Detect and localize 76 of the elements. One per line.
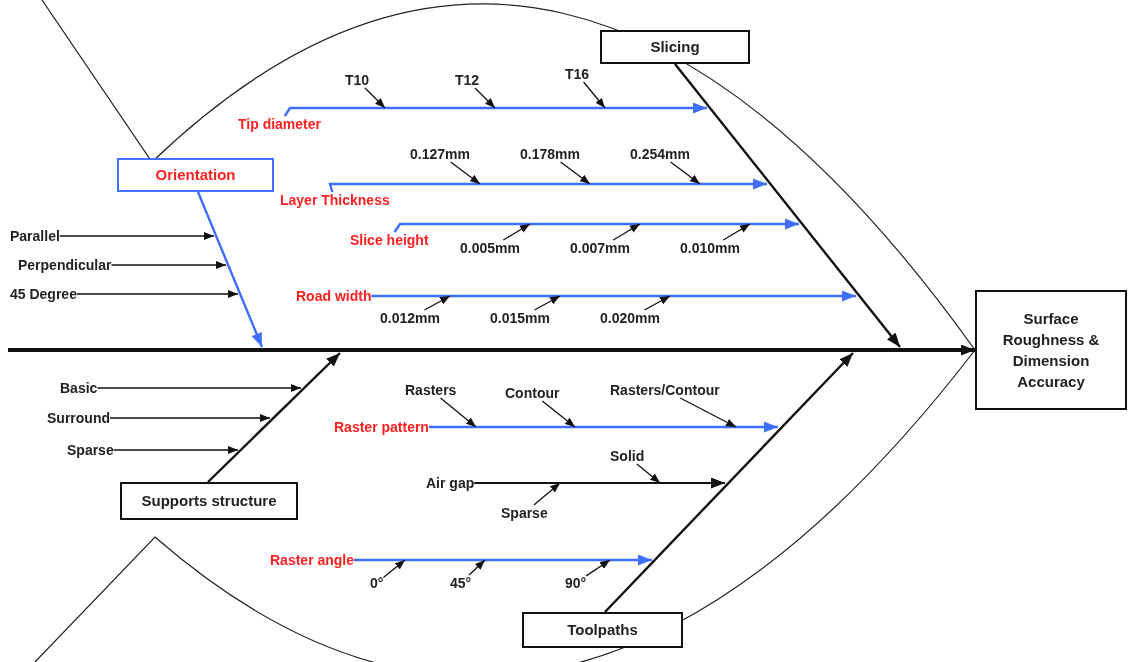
value-label: 0.127mm xyxy=(410,146,470,162)
arrow xyxy=(585,559,611,577)
arrow xyxy=(423,295,451,311)
arrow xyxy=(76,290,239,298)
arrow xyxy=(559,161,591,185)
arrow xyxy=(502,223,531,241)
arrow xyxy=(393,218,799,233)
category-box: Toolpaths xyxy=(522,612,683,648)
arrow xyxy=(636,463,661,484)
value-label: 0.012mm xyxy=(380,310,440,326)
arrow xyxy=(473,477,726,489)
arrow xyxy=(364,87,386,109)
arrow xyxy=(113,446,239,454)
arrow xyxy=(283,102,707,117)
arrow xyxy=(8,344,975,356)
value-label: Air gap xyxy=(426,475,475,491)
value-label: Surround xyxy=(47,410,110,426)
value-label: T10 xyxy=(345,72,370,88)
value-label: 0.020mm xyxy=(600,310,660,326)
effect-box: Surface Roughness & Dimension Accuracy xyxy=(975,290,1127,410)
arrow xyxy=(612,223,641,241)
value-label: Contour xyxy=(505,385,560,401)
category-box: Orientation xyxy=(117,158,274,192)
value-label: Perpendicular xyxy=(18,257,112,273)
cause-label: Tip diameter xyxy=(238,116,321,132)
value-label: Rasters/Contour xyxy=(610,382,720,398)
value-label: 45 Degree xyxy=(10,286,77,302)
arrow xyxy=(679,397,737,428)
arrow xyxy=(673,62,901,348)
cause-label: Slice height xyxy=(350,232,429,248)
value-label: 0.005mm xyxy=(460,240,520,256)
arrow xyxy=(643,295,671,311)
arrow xyxy=(96,384,302,392)
value-label: 0.254mm xyxy=(630,146,690,162)
arrow xyxy=(371,290,856,302)
arrow xyxy=(533,295,561,311)
arrow xyxy=(439,397,477,428)
arrow xyxy=(109,414,271,422)
value-label: 0.010mm xyxy=(680,240,740,256)
arrow xyxy=(206,352,341,484)
value-label: 0.007mm xyxy=(570,240,630,256)
value-label: Sparse xyxy=(501,505,548,521)
arrow xyxy=(669,161,701,185)
arrow xyxy=(59,232,215,240)
arrow xyxy=(110,261,227,269)
arrow xyxy=(468,559,486,576)
value-label: 45° xyxy=(450,575,472,591)
arrow xyxy=(533,482,561,506)
value-label: 90° xyxy=(565,575,587,591)
arrow xyxy=(541,400,576,428)
value-label: Basic xyxy=(60,380,98,396)
arrow xyxy=(196,190,264,348)
cause-label: Raster pattern xyxy=(334,419,429,435)
value-label: 0.015mm xyxy=(490,310,550,326)
arrow xyxy=(582,81,606,109)
arrow xyxy=(603,352,854,614)
value-label: Solid xyxy=(610,448,645,464)
arrow xyxy=(428,421,778,433)
arrow xyxy=(354,554,652,566)
value-label: 0.178mm xyxy=(520,146,580,162)
arrow xyxy=(449,161,481,185)
arrow xyxy=(474,87,496,109)
category-box: Supports structure xyxy=(120,482,298,520)
value-label: 0° xyxy=(370,575,384,591)
arrow xyxy=(328,178,767,193)
value-label: Rasters xyxy=(405,382,457,398)
category-box: Slicing xyxy=(600,30,750,64)
value-label: T12 xyxy=(455,72,480,88)
arrow xyxy=(382,559,406,579)
cause-label: Road width xyxy=(296,288,372,304)
value-label: Sparse xyxy=(67,442,114,458)
cause-label: Raster angle xyxy=(270,552,355,568)
value-label: Parallel xyxy=(10,228,60,244)
value-label: T16 xyxy=(565,66,590,82)
cause-label: Layer Thickness xyxy=(280,192,390,208)
arrow xyxy=(722,223,751,241)
